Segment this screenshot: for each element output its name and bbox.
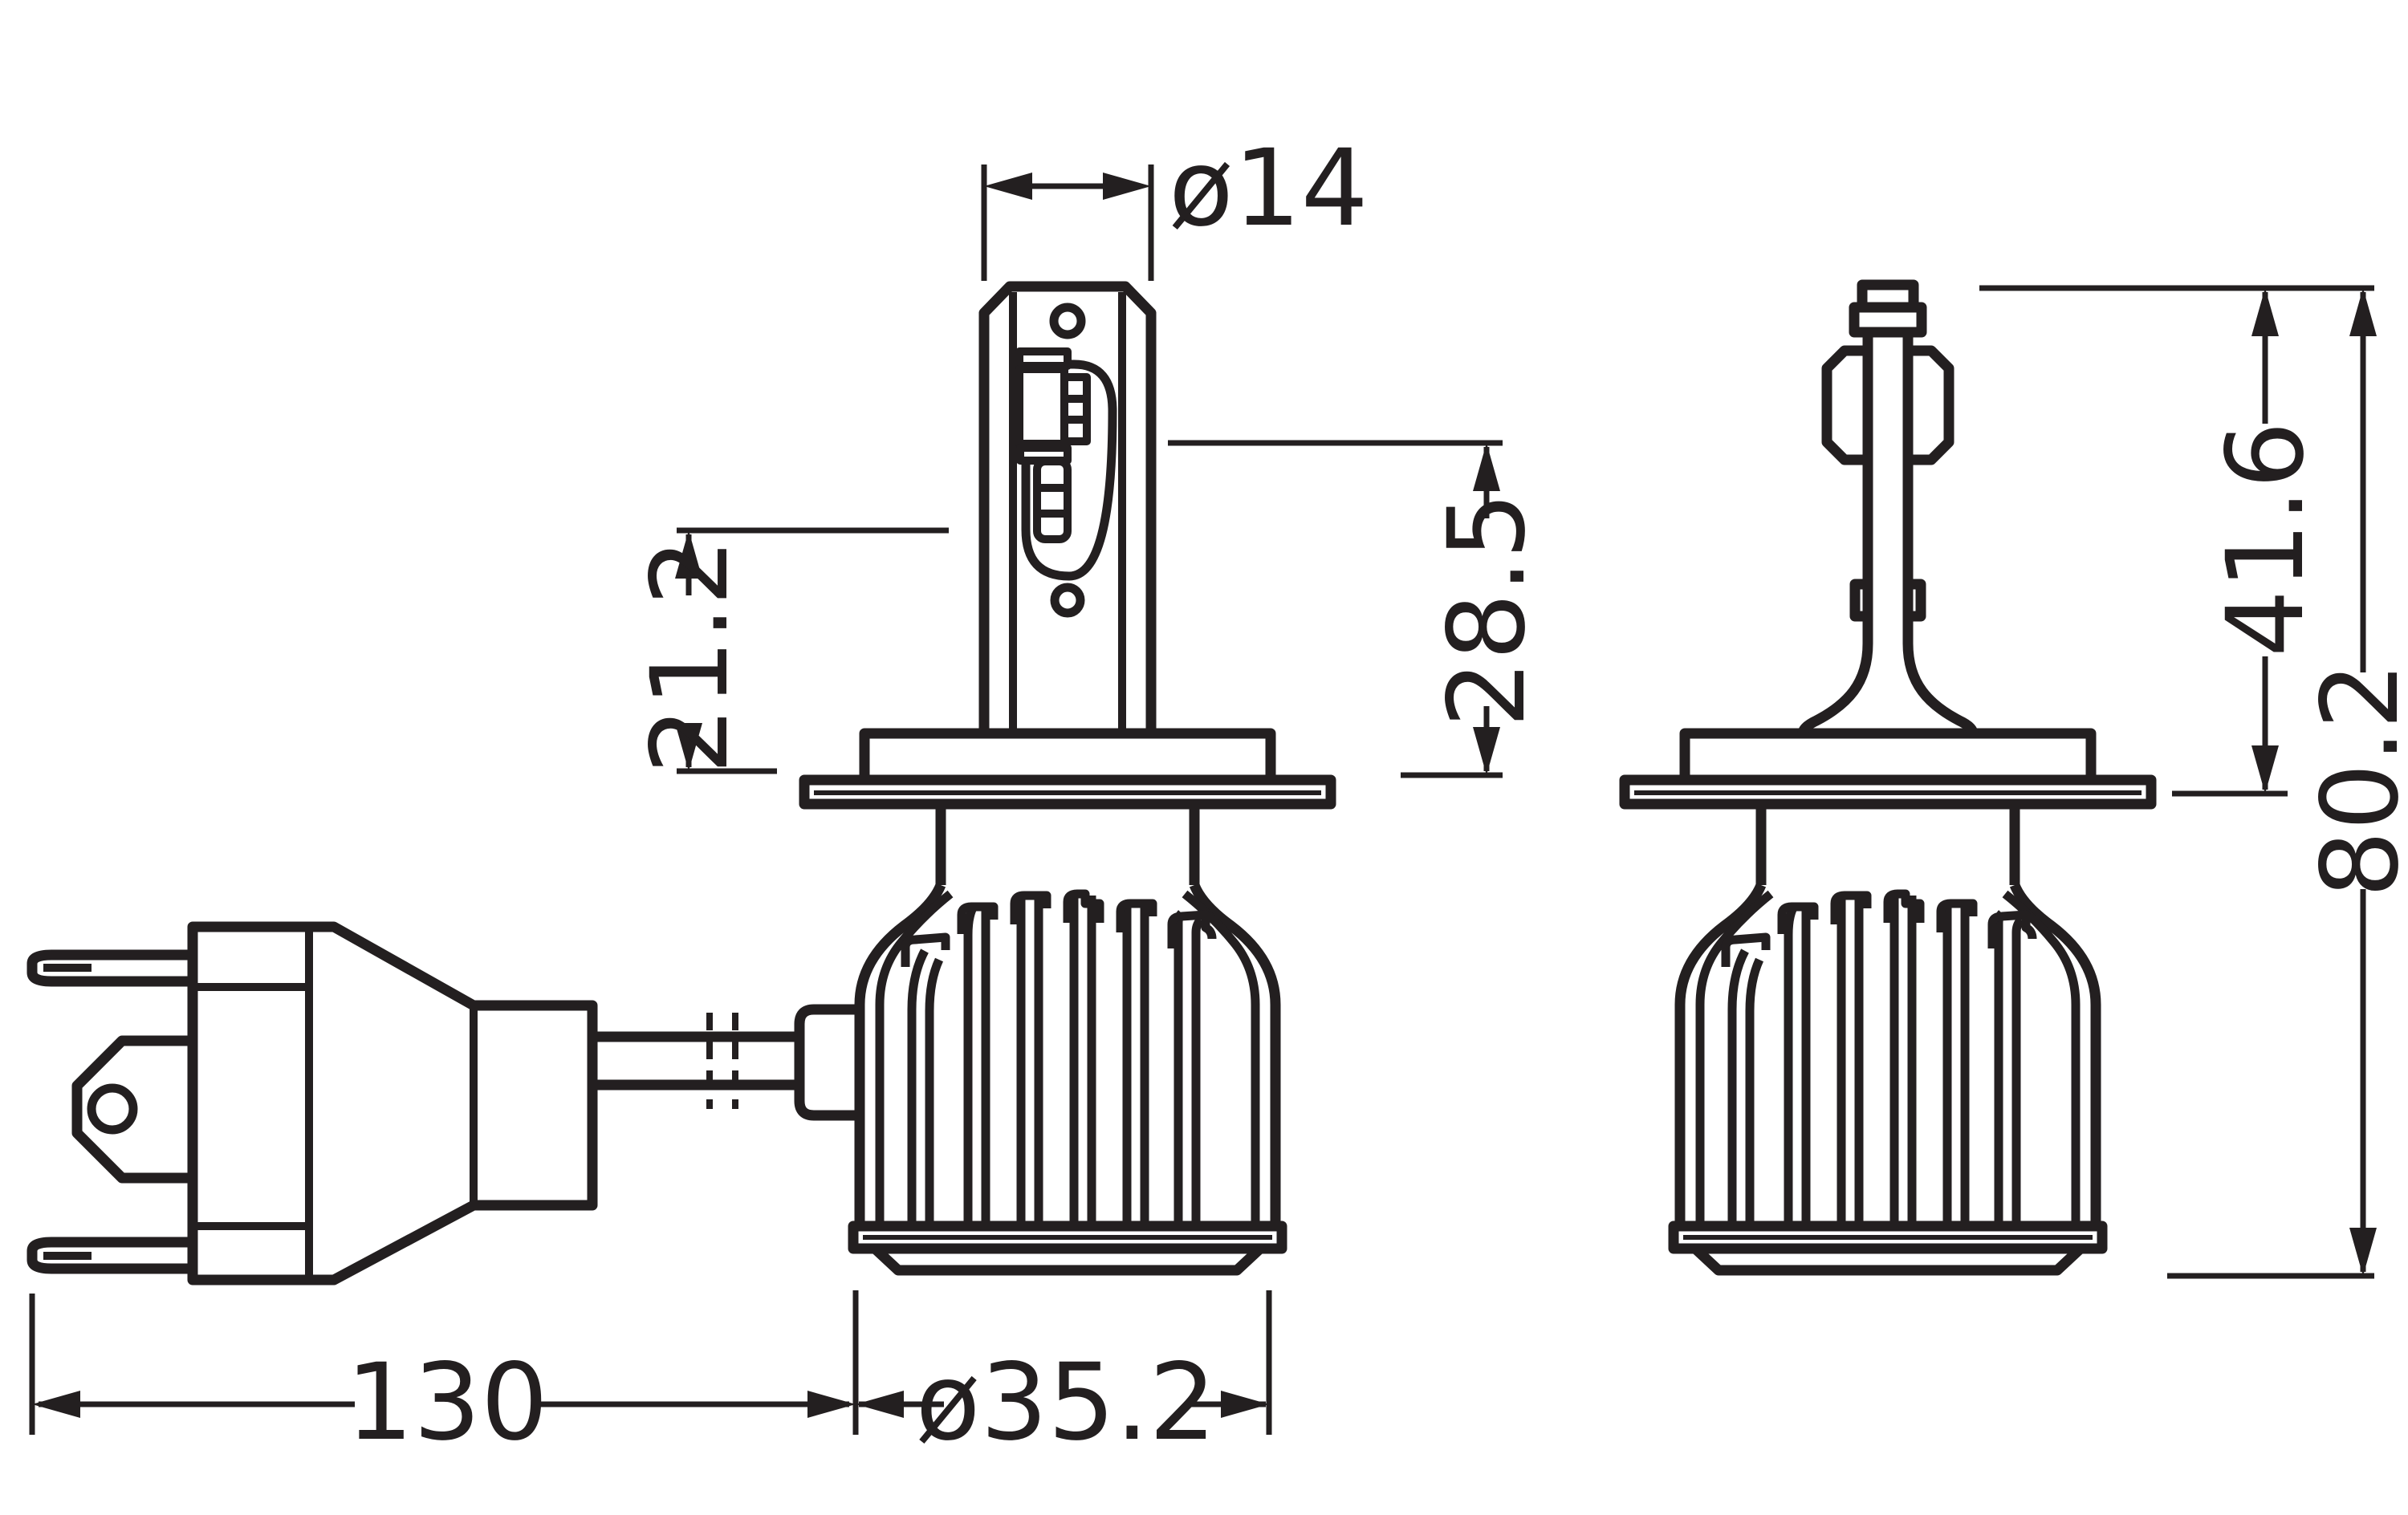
- connector-plug: [26, 921, 803, 1286]
- dim-label-overall-length: 80.2: [2299, 662, 2408, 898]
- dim-label-cable-length: 130: [346, 1341, 548, 1464]
- dim-overall-length: 80.2: [2167, 288, 2408, 1279]
- bulb-side-view: [794, 281, 1331, 1270]
- dim-led-offset-left: 21.2: [628, 527, 949, 774]
- terminal-hole: [87, 1083, 138, 1135]
- dim-label-heatsink-diameter: ø35.2: [916, 1341, 1217, 1464]
- stick-screw-bottom: [1050, 583, 1085, 618]
- plug-prong-top: [26, 949, 193, 987]
- stick-screw-top: [1049, 303, 1086, 339]
- dim-label-led-offset-right: 28.5: [1426, 492, 1549, 728]
- tip-collar: [1849, 302, 1927, 338]
- plug-prong-bottom: [26, 1237, 193, 1274]
- dim-tip-to-ring: 41.6: [1979, 285, 2374, 797]
- plug-body: [187, 921, 598, 1286]
- bulb-stick: [978, 281, 1157, 733]
- led-chip-upper: [1015, 347, 1072, 370]
- stem-tab-right: [1908, 345, 1954, 465]
- dim-label-tip-to-ring: 41.6: [2204, 421, 2328, 657]
- trumpet-flare: [1797, 643, 1873, 734]
- bulb-front-view: [1625, 279, 2151, 1270]
- dim-heatsink-diameter: ø35.2: [852, 1290, 1272, 1464]
- dim-label-top-width: ø14: [1169, 127, 1369, 250]
- dimension-annotations: ø14 21.2 28.5: [29, 127, 2408, 1464]
- stem-tab-left: [1821, 345, 1868, 465]
- stem-nub-left: [1849, 579, 1868, 622]
- dim-led-offset-right: 28.5: [1168, 440, 1549, 778]
- dim-cable-length: 130: [29, 1294, 856, 1464]
- stem-nub-right: [1908, 579, 1926, 622]
- led-slot: [1021, 359, 1117, 581]
- dim-top-width: ø14: [981, 127, 1369, 281]
- cable-stub: [794, 1004, 860, 1121]
- dim-label-led-offset-left: 21.2: [628, 538, 752, 774]
